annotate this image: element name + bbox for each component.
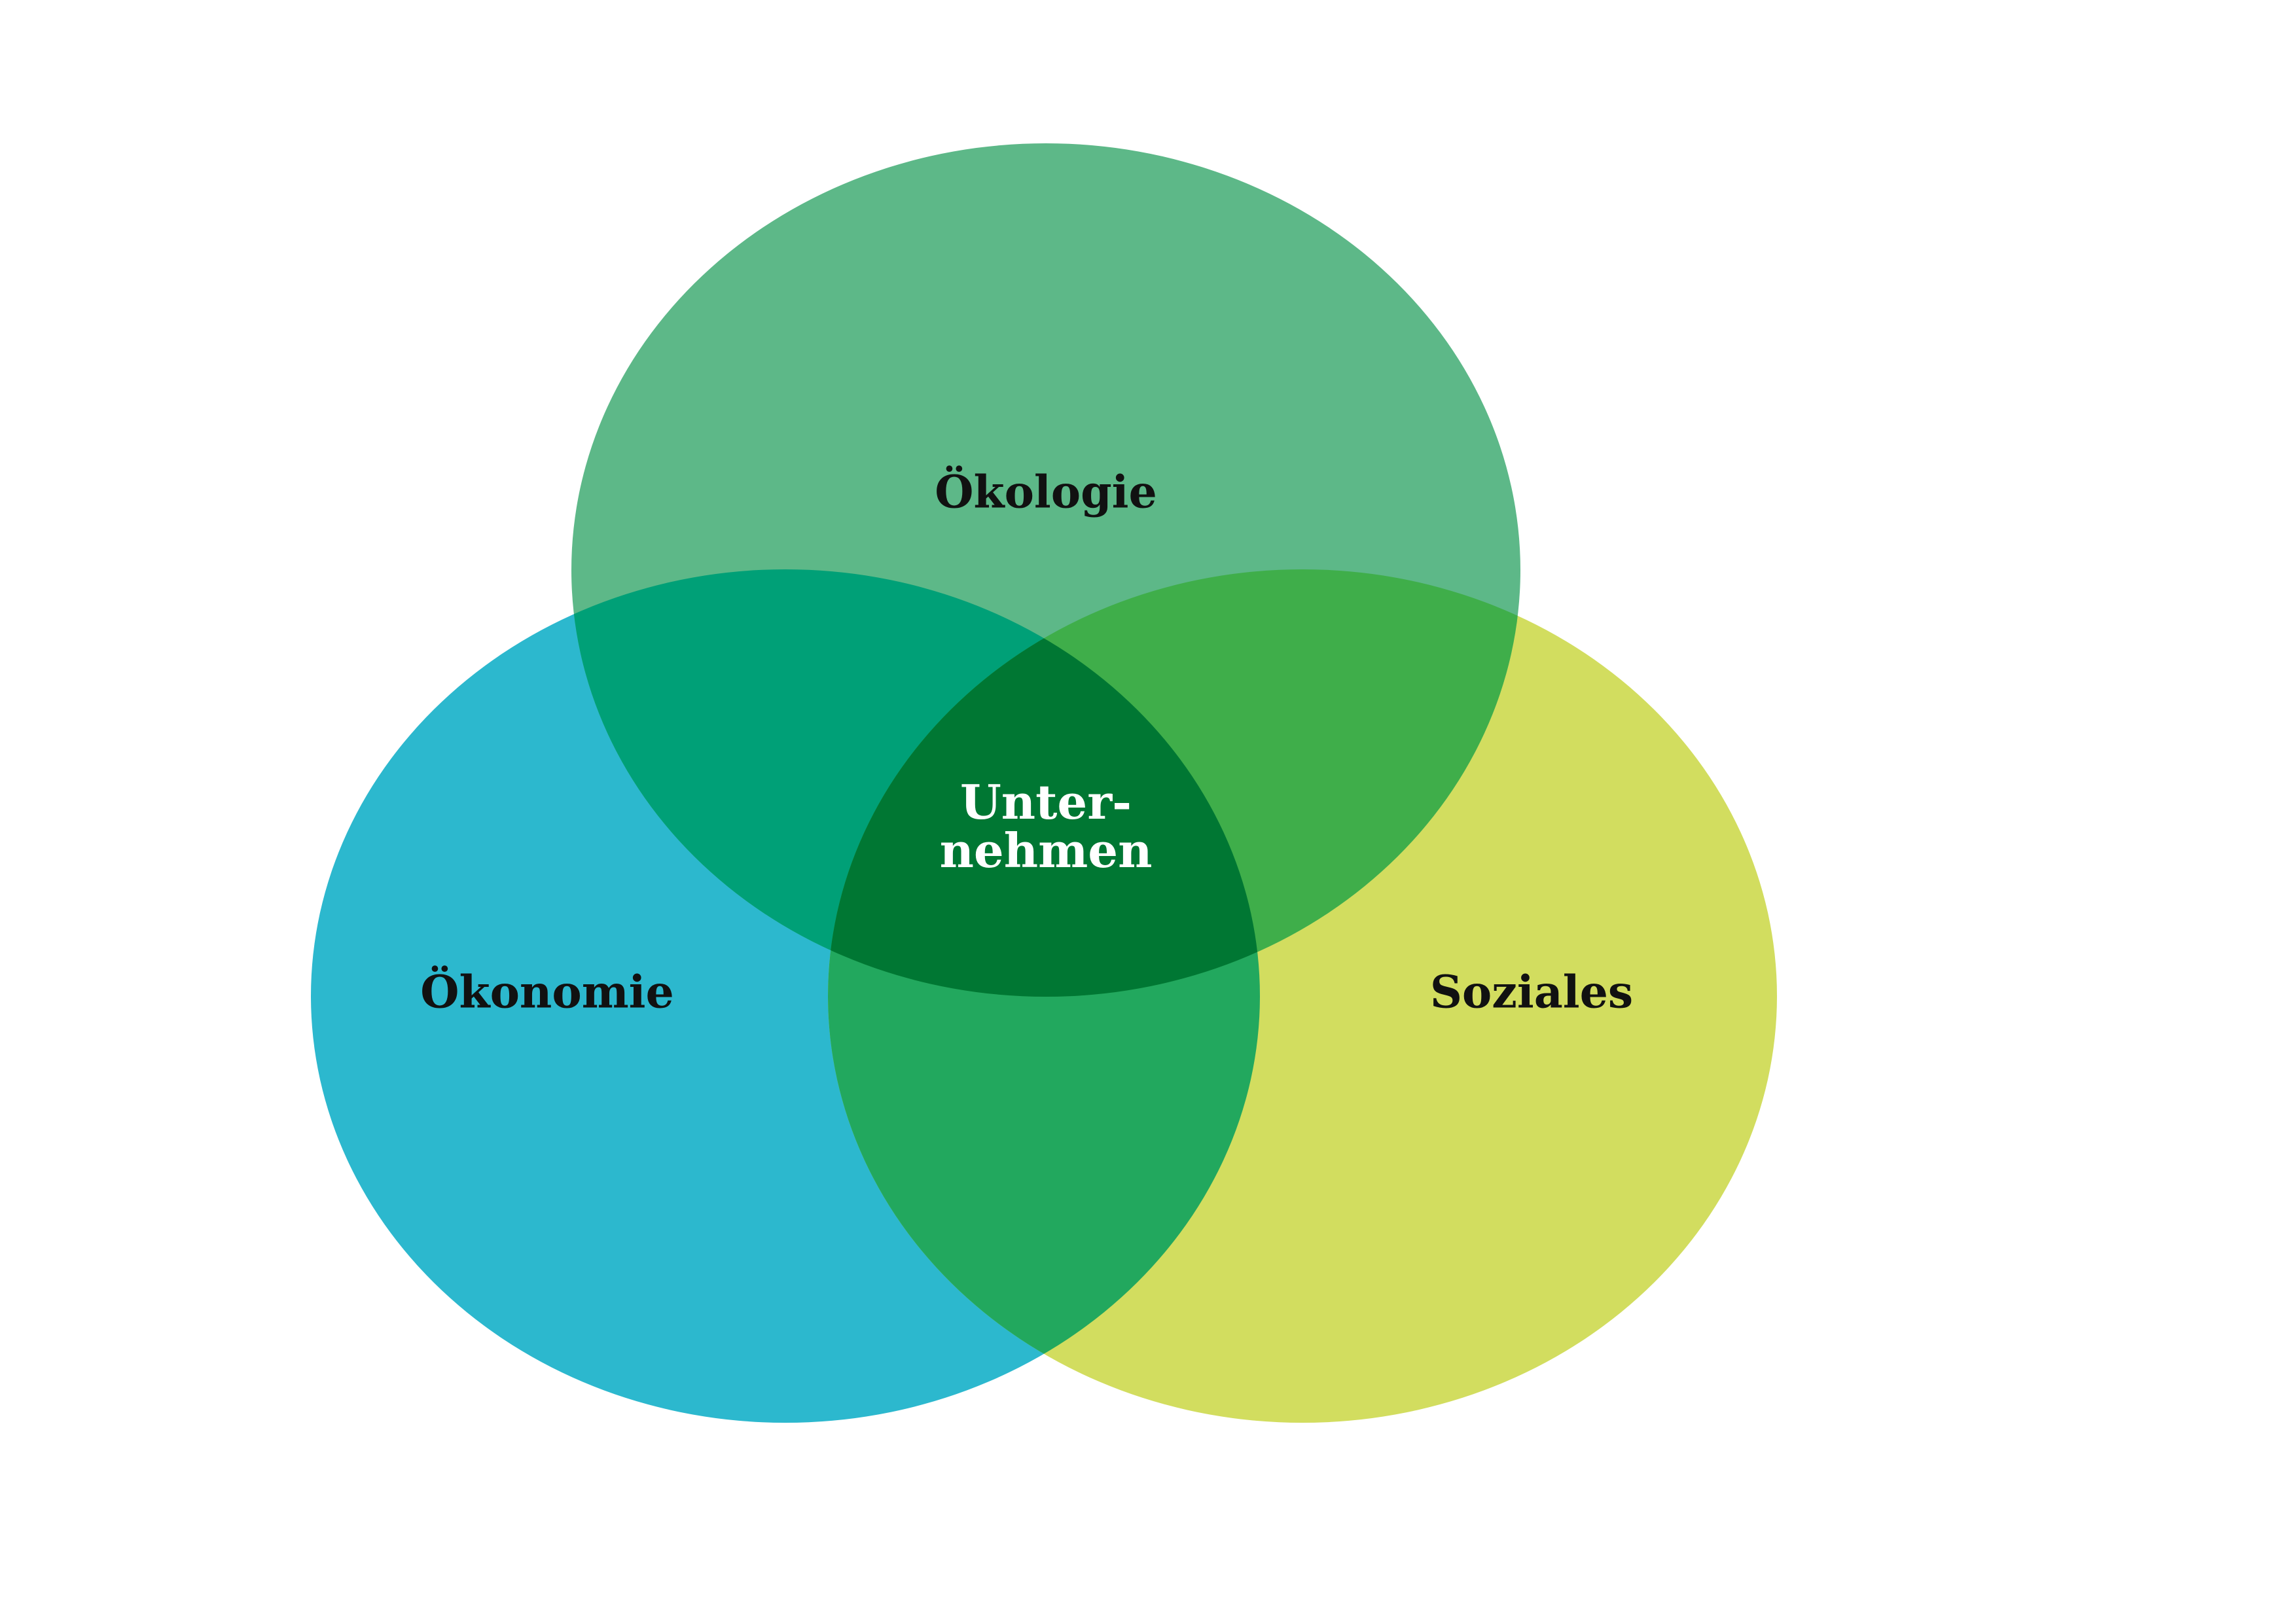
label-oekologie: Ökologie	[935, 467, 1157, 519]
label-soziales: Soziales	[1430, 967, 1633, 1019]
label-unternehmen-line1: Unter-	[960, 774, 1132, 830]
overlap-all-three	[828, 569, 1260, 997]
label-oekonomie: Ökonomie	[420, 967, 674, 1019]
label-unternehmen-line2: nehmen	[940, 823, 1153, 878]
